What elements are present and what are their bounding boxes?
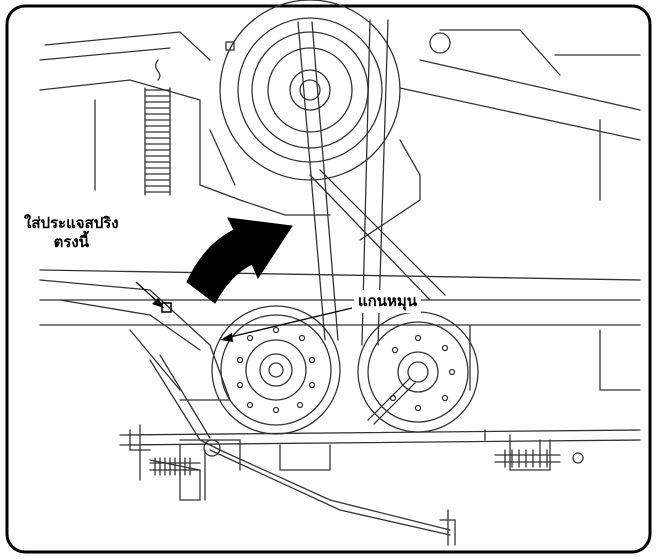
key-slot (161, 302, 172, 313)
pulley-guard (199, 99, 421, 241)
spring-key-label-line1: ใส่ประแจสปริง (24, 214, 119, 232)
housing-outline (39, 29, 641, 201)
tension-spring-left (144, 59, 171, 196)
spring-key-label-line2: ตรงนี้ (53, 232, 90, 251)
handle-end (439, 509, 456, 546)
leader-pivot (225, 307, 353, 339)
bracket-right (509, 434, 551, 471)
top-pulley (219, 0, 401, 181)
idler-pulley-left (211, 305, 341, 435)
bolt-bracket-left (203, 439, 221, 457)
spring-key-label: ใส่ประแจสปริง ตรงนี้ (24, 214, 119, 252)
bracket-left (129, 429, 241, 501)
spring-bottom-left (149, 457, 201, 476)
pivot-label: แกนหมุน (354, 290, 422, 313)
belt-cross (309, 169, 446, 301)
spring-bottom-right (494, 449, 584, 468)
leader-key-head (152, 298, 164, 308)
leader-pivot-head (220, 333, 233, 342)
diagram-frame (5, 4, 652, 554)
idler-arm (39, 279, 231, 401)
belt-left (297, 21, 339, 341)
bolt-top-right (429, 32, 451, 54)
rail-horizontal (39, 269, 641, 391)
rotation-arrow (186, 217, 293, 304)
